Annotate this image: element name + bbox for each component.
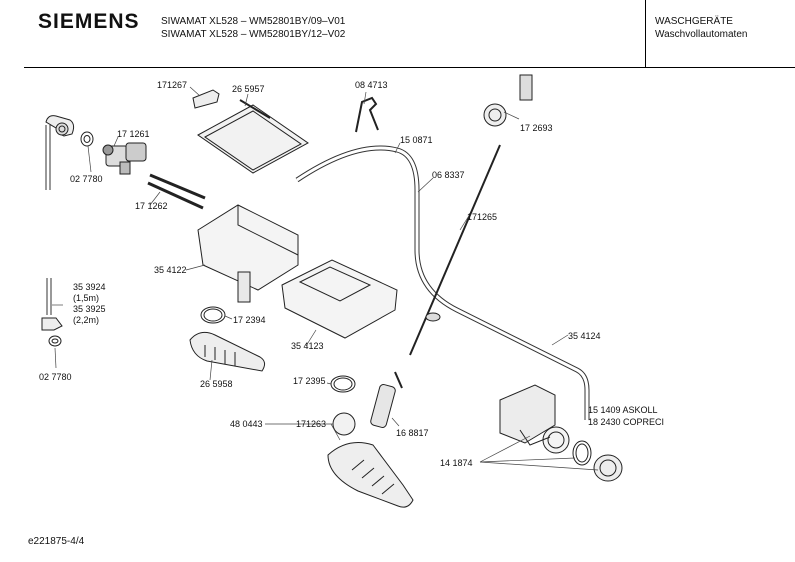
part-label: (1,5m) xyxy=(73,293,99,303)
part-number-labels: 171267 26 5957 08 4713 17 2693 17 1261 0… xyxy=(39,80,664,468)
pump-seal-part xyxy=(572,440,592,466)
model-line-2: SIWAMAT XL528 – WM52801BY/12–V02 xyxy=(161,29,346,40)
brand-logo: SIEMENS xyxy=(38,10,140,33)
dispenser-drawer-part xyxy=(281,259,398,339)
bellows-hose-part xyxy=(189,331,266,372)
part-label: 35 4123 xyxy=(291,341,324,351)
dispenser-cover-part xyxy=(197,99,309,174)
subcategory-label: Waschvollautomaten xyxy=(655,29,748,40)
part-label: 15 0871 xyxy=(400,135,433,145)
level-sensor-part xyxy=(483,74,533,127)
part-label: 08 4713 xyxy=(355,80,388,90)
pump-filter-part xyxy=(593,454,623,482)
part-label: 06 8337 xyxy=(432,170,465,180)
title-block: SIEMENS SIWAMAT XL528 – WM52801BY/09–V01… xyxy=(0,0,795,68)
document-id: e221875-4/4 xyxy=(28,536,85,547)
part-label: (2,2m) xyxy=(73,315,99,325)
part-label: 17 1262 xyxy=(135,201,168,211)
drain-hose-part xyxy=(45,115,75,190)
model-line-1: SIWAMAT XL528 – WM52801BY/09–V01 xyxy=(161,16,346,27)
part-label: 17 2693 xyxy=(520,123,553,133)
dispenser-housing-part xyxy=(197,204,299,303)
hose-pair-part xyxy=(147,173,206,210)
o-ring-part xyxy=(200,306,226,324)
bracket-part xyxy=(355,96,379,133)
inlet-valve-part xyxy=(102,142,147,175)
part-label: 17 2395 xyxy=(293,376,326,386)
thin-hose-part xyxy=(409,144,501,356)
drain-hose-lower-part xyxy=(41,278,63,331)
part-label: 14 1874 xyxy=(440,458,473,468)
part-label: 17 2394 xyxy=(233,315,266,325)
part-label: 35 3924 xyxy=(73,282,106,292)
part-label: 02 7780 xyxy=(70,174,103,184)
seal-ring-part xyxy=(80,131,94,147)
ball-part xyxy=(332,412,356,436)
seal-ring-part xyxy=(48,335,62,347)
pressure-hose-part xyxy=(295,145,590,420)
sump-hose-part xyxy=(327,442,414,508)
part-label: 171263 xyxy=(296,419,326,429)
part-label: 35 3925 xyxy=(73,304,106,314)
part-label: 26 5958 xyxy=(200,379,233,389)
part-label: 16 8817 xyxy=(396,428,429,438)
drain-pump-part xyxy=(499,384,570,454)
part-label: 171265 xyxy=(467,212,497,222)
o-ring-part xyxy=(330,375,356,393)
part-label: 15 1409 ASKOLL xyxy=(588,405,658,415)
part-label: 02 7780 xyxy=(39,372,72,382)
part-label: 171267 xyxy=(157,80,187,90)
part-label: 17 1261 xyxy=(117,129,150,139)
part-label: 26 5957 xyxy=(232,84,265,94)
category-label: WASCHGERÄTE xyxy=(655,16,733,27)
heater-part xyxy=(370,371,403,428)
part-label: 18 2430 COPRECI xyxy=(588,417,664,427)
header-rule xyxy=(24,67,795,68)
part-label: 35 4122 xyxy=(154,265,187,275)
part-label: 35 4124 xyxy=(568,331,601,341)
header-divider xyxy=(645,0,646,68)
part-label: 48 0443 xyxy=(230,419,263,429)
clip-part xyxy=(192,89,220,109)
leader-lines xyxy=(52,86,599,471)
